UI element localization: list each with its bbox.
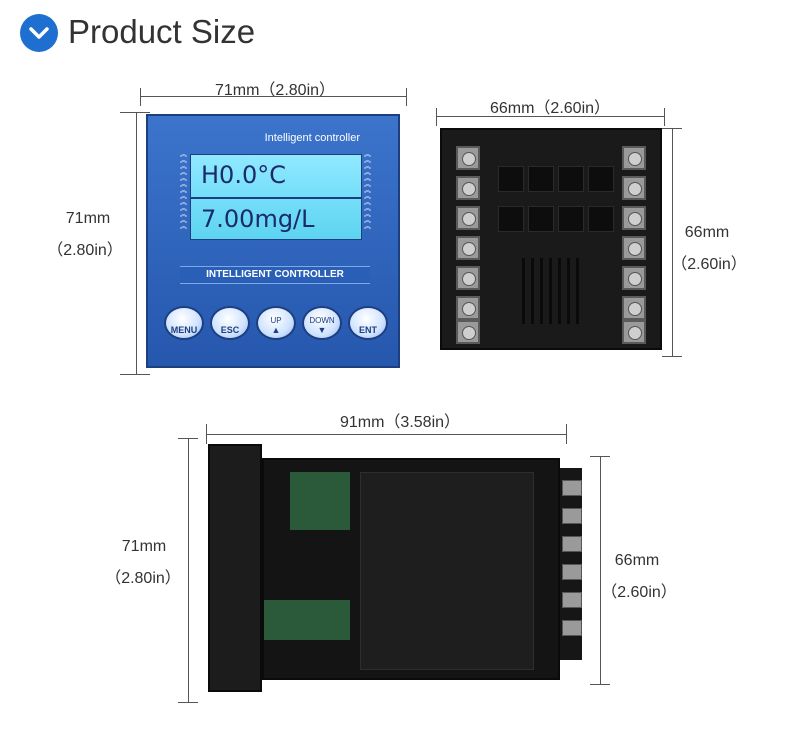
terminal-right-3 <box>622 206 646 230</box>
terminal-left-7 <box>456 320 480 344</box>
side-screw-4 <box>562 564 582 580</box>
socket-1 <box>498 166 524 192</box>
socket-7 <box>558 206 584 232</box>
terminal-left-3 <box>456 206 480 230</box>
front-height-tick-bottom <box>120 374 150 375</box>
up-arrow-icon: ▲ <box>271 325 281 335</box>
lcd-line-temperature: H0.0°C <box>201 161 286 189</box>
side-screw-2 <box>562 508 582 524</box>
terminal-left-2 <box>456 176 480 200</box>
back-height-dimension-line <box>672 128 673 356</box>
ent-button[interactable]: ENT <box>348 306 388 340</box>
down-button[interactable]: DOWN ▼ <box>302 306 342 340</box>
side-screw-5 <box>562 592 582 608</box>
down-arrow-icon: ▼ <box>317 325 327 335</box>
front-width-label: 71mm（2.80in） <box>214 82 336 99</box>
side-left-dimension-line <box>188 438 189 702</box>
back-vent-grille <box>522 258 586 324</box>
down-button-label: DOWN <box>309 316 335 325</box>
back-height-tick-top <box>662 128 682 129</box>
side-screw-3 <box>562 536 582 552</box>
terminal-right-4 <box>622 236 646 260</box>
front-height-dimension-line <box>136 112 137 374</box>
socket-6 <box>528 206 554 232</box>
esc-button-label: ESC <box>220 325 240 335</box>
side-depth-tick-left <box>206 424 207 444</box>
menu-button[interactable]: MENU <box>164 306 204 340</box>
side-depth-label: 91mm（3.58in） <box>339 414 461 431</box>
side-depth-tick-right <box>566 424 567 444</box>
front-model-strip: INTELLIGENT CONTROLLER <box>180 266 370 284</box>
front-height-label-mm: 71mm <box>65 210 111 227</box>
side-left-label-in: （2.80in） <box>105 570 181 587</box>
terminal-right-5 <box>622 266 646 290</box>
front-height-label-in: （2.80in） <box>47 242 123 259</box>
back-width-tick-left <box>436 108 437 126</box>
front-width-dimension-line <box>140 96 406 97</box>
controller-side-bezel <box>208 444 262 692</box>
side-right-dimension-line <box>600 456 601 684</box>
terminal-left-1 <box>456 146 480 170</box>
side-terminal-block <box>560 468 582 660</box>
back-width-tick-right <box>664 108 665 126</box>
page-title: Product Size <box>68 13 256 50</box>
up-button-label: UP <box>270 316 282 325</box>
controller-front-panel: Intelligent controller ︽︽︽︽︽︽︽︽︽︽︽︽︽ ︽︽︽… <box>146 114 400 368</box>
side-left-label-mm: 71mm <box>121 538 167 555</box>
side-right-label-mm: 66mm <box>614 552 660 569</box>
terminal-right-6 <box>622 296 646 320</box>
side-right-label-in: （2.60in） <box>601 584 677 601</box>
side-left-tick-top <box>178 438 198 439</box>
side-right-tick-bottom <box>590 684 610 685</box>
ent-button-label: ENT <box>359 325 377 335</box>
esc-button[interactable]: ESC <box>210 306 250 340</box>
socket-5 <box>498 206 524 232</box>
controller-side-body <box>262 458 560 680</box>
terminal-left-5 <box>456 266 480 290</box>
socket-8 <box>588 206 614 232</box>
back-height-tick-bottom <box>662 356 682 357</box>
back-height-label-mm: 66mm <box>684 224 730 241</box>
chevron-down-circle-icon <box>20 14 58 52</box>
terminal-right-1 <box>622 146 646 170</box>
front-brand-text: Intelligent controller <box>264 132 360 144</box>
lcd-line-oxygen: 7.00mg/L <box>201 205 315 233</box>
terminal-left-4 <box>456 236 480 260</box>
back-height-label-in: （2.60in） <box>671 256 747 273</box>
socket-4 <box>588 166 614 192</box>
lcd-right-decoration: ︽︽︽︽︽︽︽︽︽︽︽︽︽ <box>364 151 371 230</box>
side-depth-dimension-line <box>206 434 566 435</box>
front-height-tick-top <box>120 112 150 113</box>
side-left-tick-bottom <box>178 702 198 703</box>
back-width-label: 66mm（2.60in） <box>489 100 611 117</box>
lcd-left-decoration: ︽︽︽︽︽︽︽︽︽︽︽︽︽ <box>180 151 187 230</box>
terminal-left-6 <box>456 296 480 320</box>
side-pcb-top <box>290 472 350 530</box>
socket-3 <box>558 166 584 192</box>
side-screw-1 <box>562 480 582 496</box>
terminal-right-2 <box>622 176 646 200</box>
front-width-tick-left <box>140 88 141 106</box>
up-button[interactable]: UP ▲ <box>256 306 296 340</box>
side-screw-6 <box>562 620 582 636</box>
front-width-tick-right <box>406 88 407 106</box>
menu-button-label: MENU <box>170 325 198 335</box>
lcd-display: H0.0°C 7.00mg/L <box>190 154 362 240</box>
socket-2 <box>528 166 554 192</box>
back-width-dimension-line <box>436 116 664 117</box>
lcd-divider <box>191 197 361 199</box>
side-right-tick-top <box>590 456 610 457</box>
side-cover-panel <box>360 472 534 670</box>
terminal-right-7 <box>622 320 646 344</box>
side-pcb-bottom <box>264 600 350 640</box>
chevron-down-icon <box>29 27 49 39</box>
controller-back-panel <box>440 128 662 350</box>
